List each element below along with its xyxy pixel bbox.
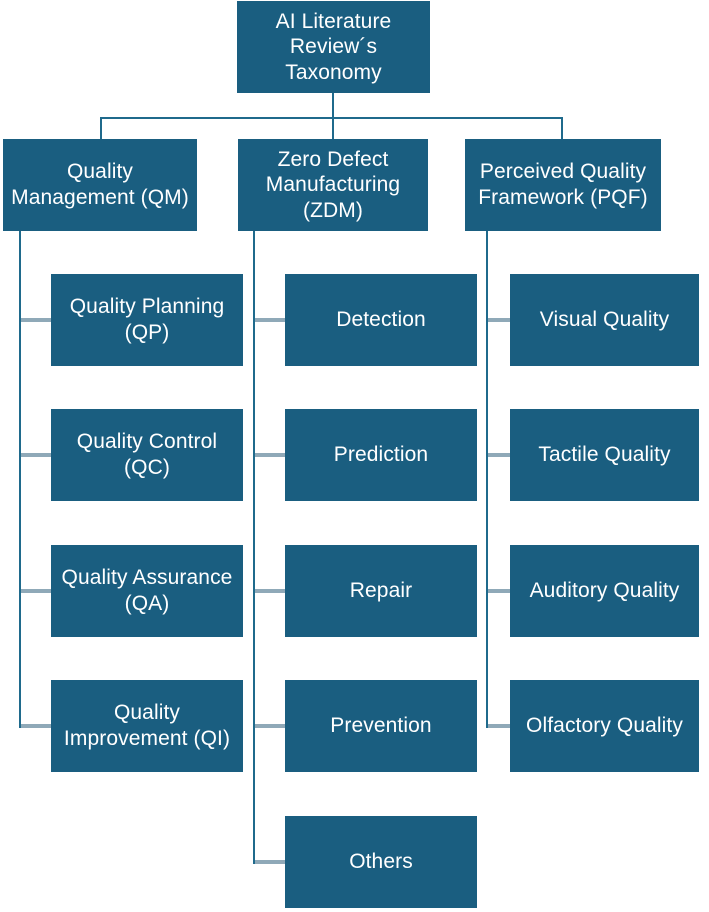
stub-pqf-olfactory [488, 724, 518, 728]
node-quality-control[interactable]: Quality Control (QC) [51, 409, 243, 501]
connector-drop-zdm [332, 117, 334, 139]
connector-drop-qm [100, 117, 102, 139]
node-prediction[interactable]: Prediction [285, 409, 477, 501]
stub-zdm-prediction [255, 453, 285, 457]
stub-pqf-tactile [488, 453, 518, 457]
node-perceived-quality-framework[interactable]: Perceived Quality Framework (PQF) [465, 139, 661, 231]
stub-zdm-others [255, 860, 285, 864]
node-quality-improvement[interactable]: Quality Improvement (QI) [51, 680, 243, 772]
node-tactile-quality[interactable]: Tactile Quality [510, 409, 699, 501]
trunk-qm [19, 231, 21, 728]
node-auditory-quality[interactable]: Auditory Quality [510, 545, 699, 637]
node-olfactory-quality[interactable]: Olfactory Quality [510, 680, 699, 772]
stub-pqf-auditory [488, 589, 518, 593]
stub-pqf-visual [488, 318, 518, 322]
stub-qm-qa [21, 589, 51, 593]
stub-zdm-prevention [255, 724, 285, 728]
node-zero-defect-manufacturing[interactable]: Zero Defect Manufacturing (ZDM) [238, 139, 428, 231]
stub-zdm-repair [255, 589, 285, 593]
node-prevention[interactable]: Prevention [285, 680, 477, 772]
node-repair[interactable]: Repair [285, 545, 477, 637]
connector-level1-bar [100, 117, 563, 119]
node-quality-management[interactable]: Quality Management (QM) [3, 139, 197, 231]
stub-qm-qi [21, 724, 51, 728]
node-others[interactable]: Others [285, 816, 477, 908]
node-quality-assurance[interactable]: Quality Assurance (QA) [51, 545, 243, 637]
node-root[interactable]: AI Literature Review´s Taxonomy [237, 1, 430, 93]
connector-root-down [332, 93, 334, 118]
node-visual-quality[interactable]: Visual Quality [510, 274, 699, 366]
node-quality-planning[interactable]: Quality Planning (QP) [51, 274, 243, 366]
connector-drop-pqf [561, 117, 563, 139]
node-detection[interactable]: Detection [285, 274, 477, 366]
stub-qm-qp [21, 318, 51, 322]
trunk-zdm [253, 231, 255, 864]
stub-qm-qc [21, 453, 51, 457]
stub-zdm-detection [255, 318, 285, 322]
trunk-pqf [486, 231, 488, 728]
